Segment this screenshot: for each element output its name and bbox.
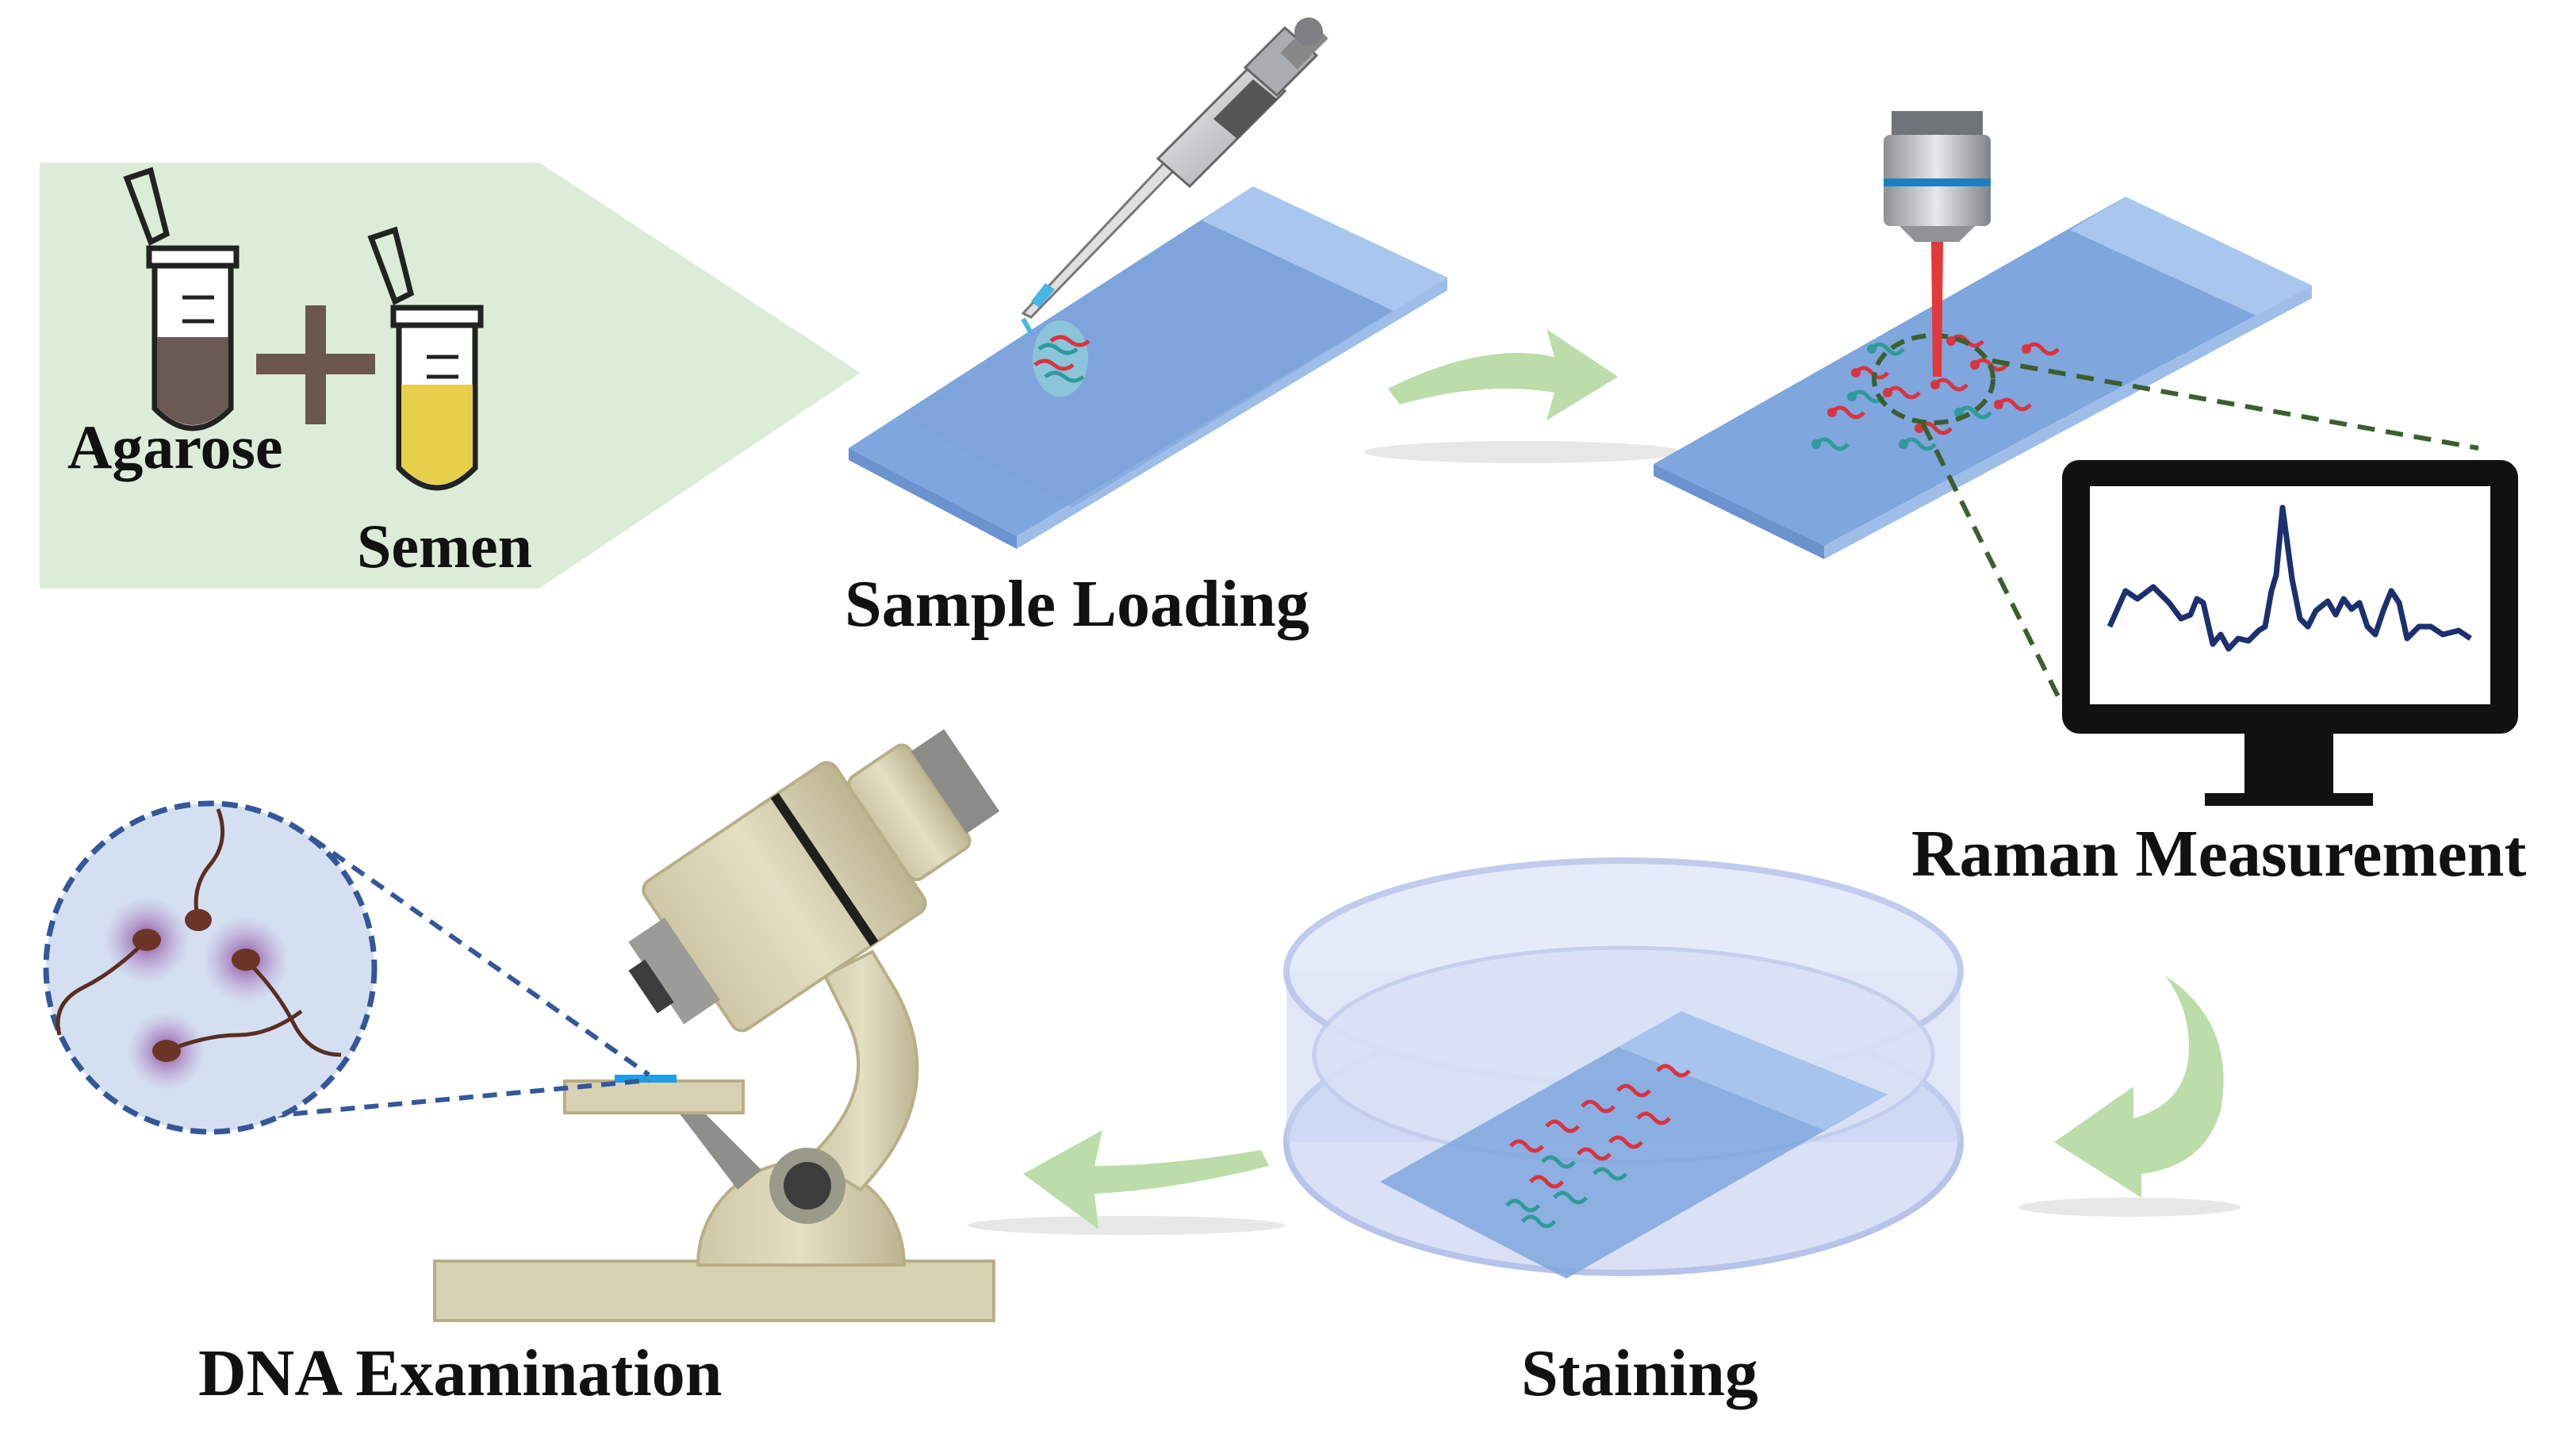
raman-focus-region	[1872, 333, 1995, 425]
raman-sperm-cluster	[1811, 334, 2060, 451]
agarose-label: Agarose	[67, 412, 283, 481]
sample-droplet	[1033, 320, 1088, 397]
pipette-icon	[1021, 17, 1328, 335]
laser-beam	[1931, 242, 1943, 377]
magnifier-icon	[43, 800, 378, 1135]
raman-spectrum-line	[2106, 504, 2472, 652]
raman-slide	[1654, 197, 2312, 559]
zoom-lines	[1921, 358, 2479, 706]
arrow-raman-to-staining	[2018, 976, 2241, 1217]
sample-loading-label: Sample Loading	[845, 567, 1309, 641]
semen-label: Semen	[357, 512, 532, 581]
arrow-loading-to-raman	[1364, 329, 1681, 463]
arrow-staining-to-dna	[968, 1130, 1285, 1235]
microscope-icon	[433, 729, 1000, 1322]
monitor-icon	[2062, 460, 2518, 806]
petri-dish-icon	[1283, 857, 1964, 1279]
sample-loading-slide	[849, 186, 1447, 549]
raman-measurement-label: Raman Measurement	[1911, 817, 2527, 891]
dna-examination-label: DNA Examination	[198, 1336, 723, 1410]
plus-icon	[256, 305, 375, 424]
agarose-tube-icon	[123, 167, 240, 431]
stained-sperm-cluster	[1505, 1064, 1691, 1229]
staining-label: Staining	[1521, 1336, 1758, 1410]
magnifier-lines	[245, 837, 650, 1121]
objective-lens-icon	[1884, 111, 1991, 242]
semen-tube-icon	[367, 226, 484, 491]
